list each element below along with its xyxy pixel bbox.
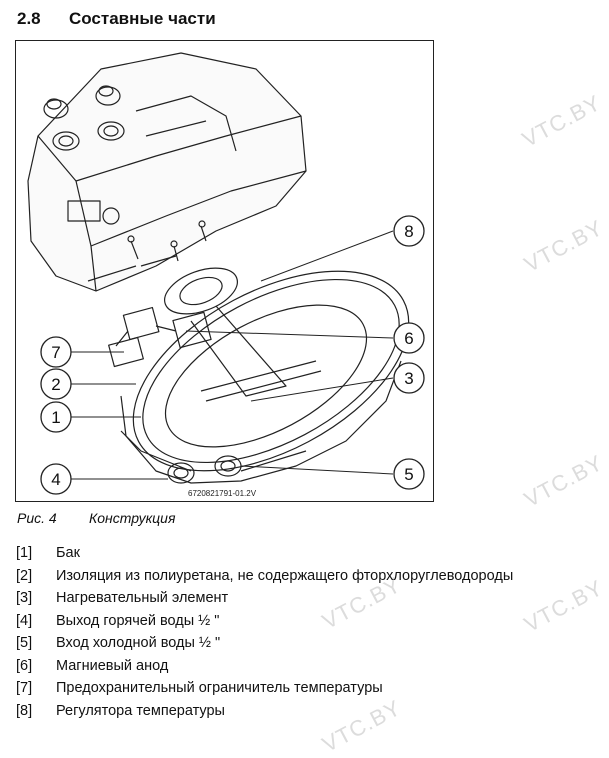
section-number: 2.8 [17, 9, 41, 28]
watermark: VTC.BY [518, 89, 606, 153]
callout-5: 5 [393, 458, 425, 490]
svg-text:3: 3 [404, 369, 413, 388]
svg-text:4: 4 [51, 470, 60, 489]
figure-caption: Рис. 4 Конструкция [17, 510, 175, 526]
watermark: VTC.BY [520, 214, 608, 278]
section-heading: 2.8 Составные части [17, 9, 216, 29]
svg-text:5: 5 [404, 465, 413, 484]
callout-3: 3 [393, 362, 425, 394]
legend-list: [1]Бак [2]Изоляция из полиуретана, не со… [16, 542, 513, 722]
legend-item: [1]Бак [16, 545, 80, 561]
caption-label: Рис. 4 [17, 510, 57, 526]
svg-text:7: 7 [51, 343, 60, 362]
figure-code: 6720821791-01.2V [188, 489, 257, 498]
caption-title: Конструкция [89, 510, 176, 526]
legend-item: [4]Выход горячей воды ½ " [16, 612, 220, 629]
callout-6: 6 [393, 322, 425, 354]
svg-text:8: 8 [404, 222, 413, 241]
callout-4: 4 [40, 463, 72, 495]
svg-text:6: 6 [404, 329, 413, 348]
legend-item: [8]Регулятора температуры [16, 702, 225, 719]
section-title: Составные части [69, 9, 216, 28]
figure-frame: 8 7 6 2 3 1 4 5 6720821791-01 [15, 40, 434, 502]
legend-item: [6]Магниевый анод [16, 657, 169, 674]
svg-text:2: 2 [51, 375, 60, 394]
callout-1: 1 [40, 401, 72, 433]
legend-item: [5]Вход холодной воды ½ " [16, 635, 221, 651]
callout-8: 8 [393, 215, 425, 247]
svg-text:1: 1 [51, 408, 60, 427]
legend-item: [7]Предохранительный ограничитель темпер… [16, 680, 383, 696]
callout-2: 2 [40, 368, 72, 400]
water-heater-exploded-drawing: 8 7 6 2 3 1 4 5 [27, 52, 425, 495]
legend-item: [3]Нагревательный элемент [16, 590, 229, 606]
legend-item: [2]Изоляция из полиуретана, не содержаще… [16, 567, 514, 584]
watermark: VTC.BY [520, 574, 608, 638]
watermark: VTC.BY [520, 449, 608, 513]
callout-7: 7 [40, 336, 72, 368]
